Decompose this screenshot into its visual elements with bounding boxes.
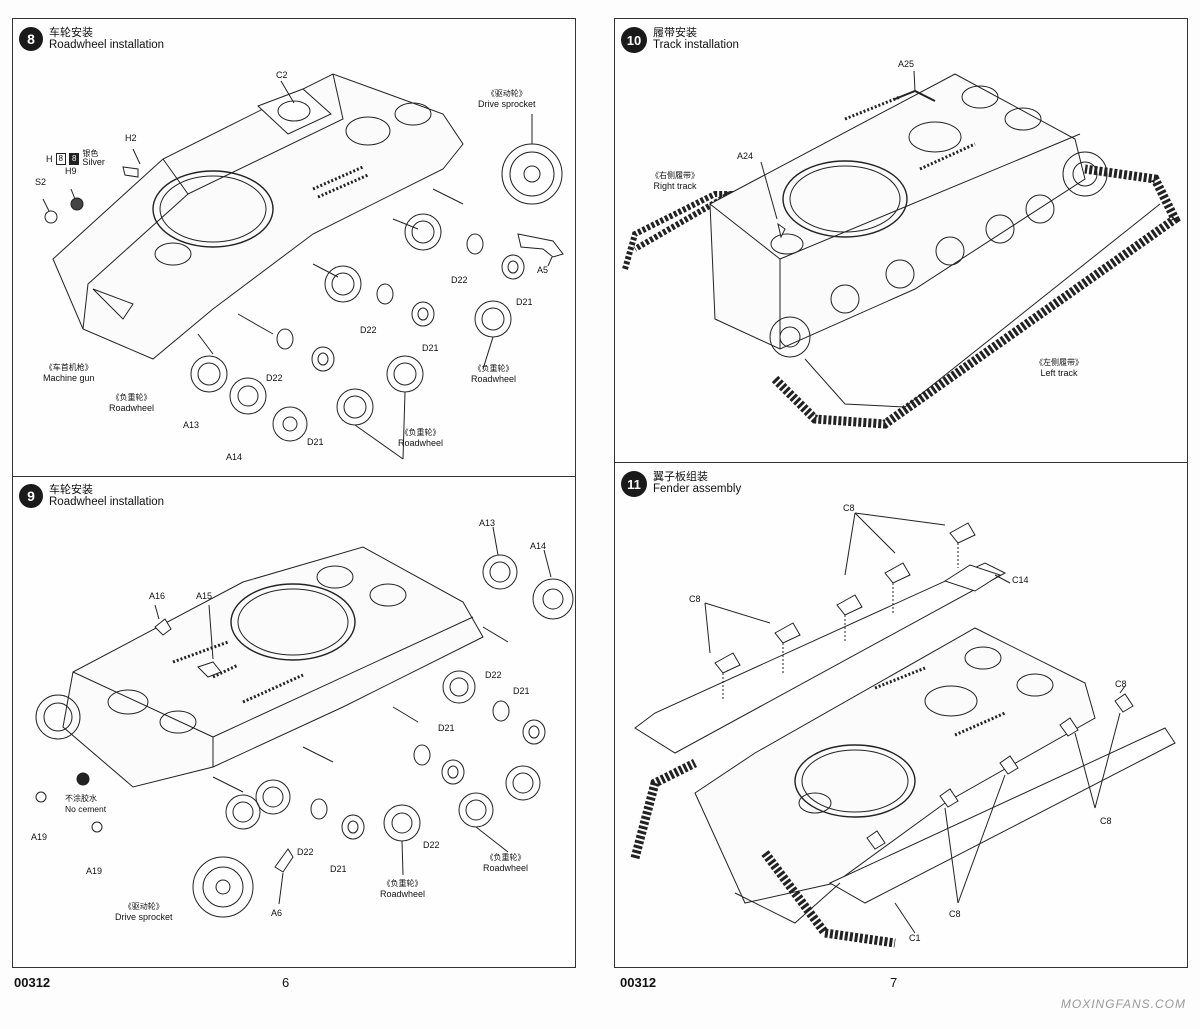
no-cement-en: No cement — [65, 803, 107, 814]
step9-title-cn: 车轮安装 — [49, 483, 93, 496]
label-a19-a: A19 — [31, 832, 48, 842]
label-a6: A6 — [271, 908, 283, 918]
step8-header: 8 车轮安装 Roadwheel installation — [19, 26, 165, 52]
callout-drive-sprocket-8: 《驱动轮》 Drive sprocket — [478, 89, 536, 109]
label-d22-b: D22 — [360, 325, 377, 335]
step9-header: 9 车轮安装 Roadwheel installation — [19, 483, 165, 509]
label-a13-9: A13 — [479, 518, 496, 528]
silver-paint-code: H 8 8 银色 Silver — [46, 149, 105, 168]
label-d22-9a: D22 — [485, 670, 502, 680]
silver-en: Silver — [82, 157, 105, 168]
watermark-logo: MOXINGFANS.COM — [1060, 997, 1186, 1011]
step10-title-cn: 履带安装 — [653, 26, 697, 39]
step8-number: 8 — [19, 27, 43, 51]
step11-number: 11 — [621, 471, 647, 497]
kit-code-right: 00312 — [620, 975, 657, 990]
label-a16: A16 — [149, 591, 166, 601]
label-c8-left: C8 — [689, 594, 701, 604]
label-c14: C14 — [1012, 575, 1029, 585]
label-a15: A15 — [196, 591, 213, 601]
step8-title-cn: 车轮安装 — [49, 26, 93, 39]
label-h2: H2 — [125, 133, 137, 143]
label-d22-c: D22 — [266, 373, 283, 383]
step10-number: 10 — [621, 27, 647, 53]
page-number-right: 7 — [890, 975, 898, 990]
step8-panel: 8 车轮安装 Roadwheel installation — [12, 18, 576, 478]
label-d21-9b: D21 — [438, 723, 455, 733]
label-c8-right-top: C8 — [1115, 679, 1127, 689]
label-c8-top: C8 — [843, 503, 855, 513]
step10-header: 10 履带安装 Track installation — [621, 26, 739, 53]
kit-code-left: 00312 — [14, 975, 51, 990]
label-h9: H9 — [65, 166, 77, 176]
label-a25: A25 — [898, 59, 915, 69]
step8-title-en: Roadwheel installation — [49, 39, 165, 52]
callout-roadwheel-8a: 《负重轮》 Roadwheel — [471, 364, 517, 384]
label-d21-a: D21 — [516, 297, 533, 307]
label-s2: S2 — [35, 177, 47, 187]
label-d22-9c: D22 — [297, 847, 314, 857]
label-a24: A24 — [737, 151, 754, 161]
callout-right-track: 《右侧履带》 Right track — [651, 171, 699, 191]
step10-title-en: Track installation — [653, 39, 739, 52]
silver-code-a: 8 — [55, 152, 66, 165]
step10-tank-drawing — [622, 70, 1181, 429]
step11-fender-drawing — [630, 512, 1176, 948]
label-d21-c: D21 — [307, 437, 324, 447]
silver-code-b: 8 — [68, 152, 80, 165]
step10-panel: 10 履带安装 Track installation — [614, 18, 1188, 464]
label-c8-bottom: C8 — [949, 909, 961, 919]
callout-roadwheel-9b: 《负重轮》 Roadwheel — [380, 879, 426, 899]
step11-title-en: Fender assembly — [653, 483, 742, 496]
callout-roadwheel-8c: 《负重轮》 Roadwheel — [398, 428, 444, 448]
callout-left-track: 《左侧履带》 Left track — [1035, 358, 1083, 378]
step11-panel: 11 翼子板组装 Fender assembly — [614, 462, 1188, 968]
label-d21-9c: D21 — [330, 864, 347, 874]
label-c1: C1 — [909, 933, 921, 943]
callout-machine-gun: 《车首机枪》 Machine gun — [43, 363, 95, 383]
page-number-left: 6 — [282, 975, 290, 990]
label-c8-right-mid: C8 — [1100, 816, 1112, 826]
label-a19-b: A19 — [86, 866, 103, 876]
step8-hull-drawing — [42, 73, 564, 460]
step9-panel: 9 车轮安装 Roadwheel installation — [12, 476, 576, 968]
callout-roadwheel-9a: 《负重轮》 Roadwheel — [483, 853, 529, 873]
step9-title-en: Roadwheel installation — [49, 496, 165, 509]
left-page: 8 车轮安装 Roadwheel installation — [12, 18, 576, 990]
label-d22-9b: D22 — [423, 840, 440, 850]
no-cement-cn: 不涂胶水 — [65, 794, 97, 803]
label-d21-9a: D21 — [513, 686, 530, 696]
label-a13: A13 — [183, 420, 200, 430]
silver-cn: 银色 — [82, 149, 99, 158]
step11-title-cn: 翼子板组装 — [653, 470, 708, 483]
step11-header: 11 翼子板组装 Fender assembly — [621, 470, 742, 497]
label-a14-9: A14 — [530, 541, 547, 551]
label-a5: A5 — [537, 265, 549, 275]
label-d22-a: D22 — [451, 275, 468, 285]
right-page: 10 履带安装 Track installation — [600, 0, 1200, 1029]
no-cement-note: 不涂胶水 No cement — [65, 794, 106, 814]
label-h: H — [46, 153, 53, 164]
callout-drive-sprocket-9: 《驱动轮》 Drive sprocket — [115, 902, 173, 922]
label-c2: C2 — [276, 70, 288, 80]
label-d21-b: D21 — [422, 343, 439, 353]
callout-roadwheel-8b: 《负重轮》 Roadwheel — [109, 393, 155, 413]
step9-number: 9 — [19, 484, 43, 508]
label-a14: A14 — [226, 452, 243, 462]
step9-hull-drawing — [35, 526, 574, 918]
